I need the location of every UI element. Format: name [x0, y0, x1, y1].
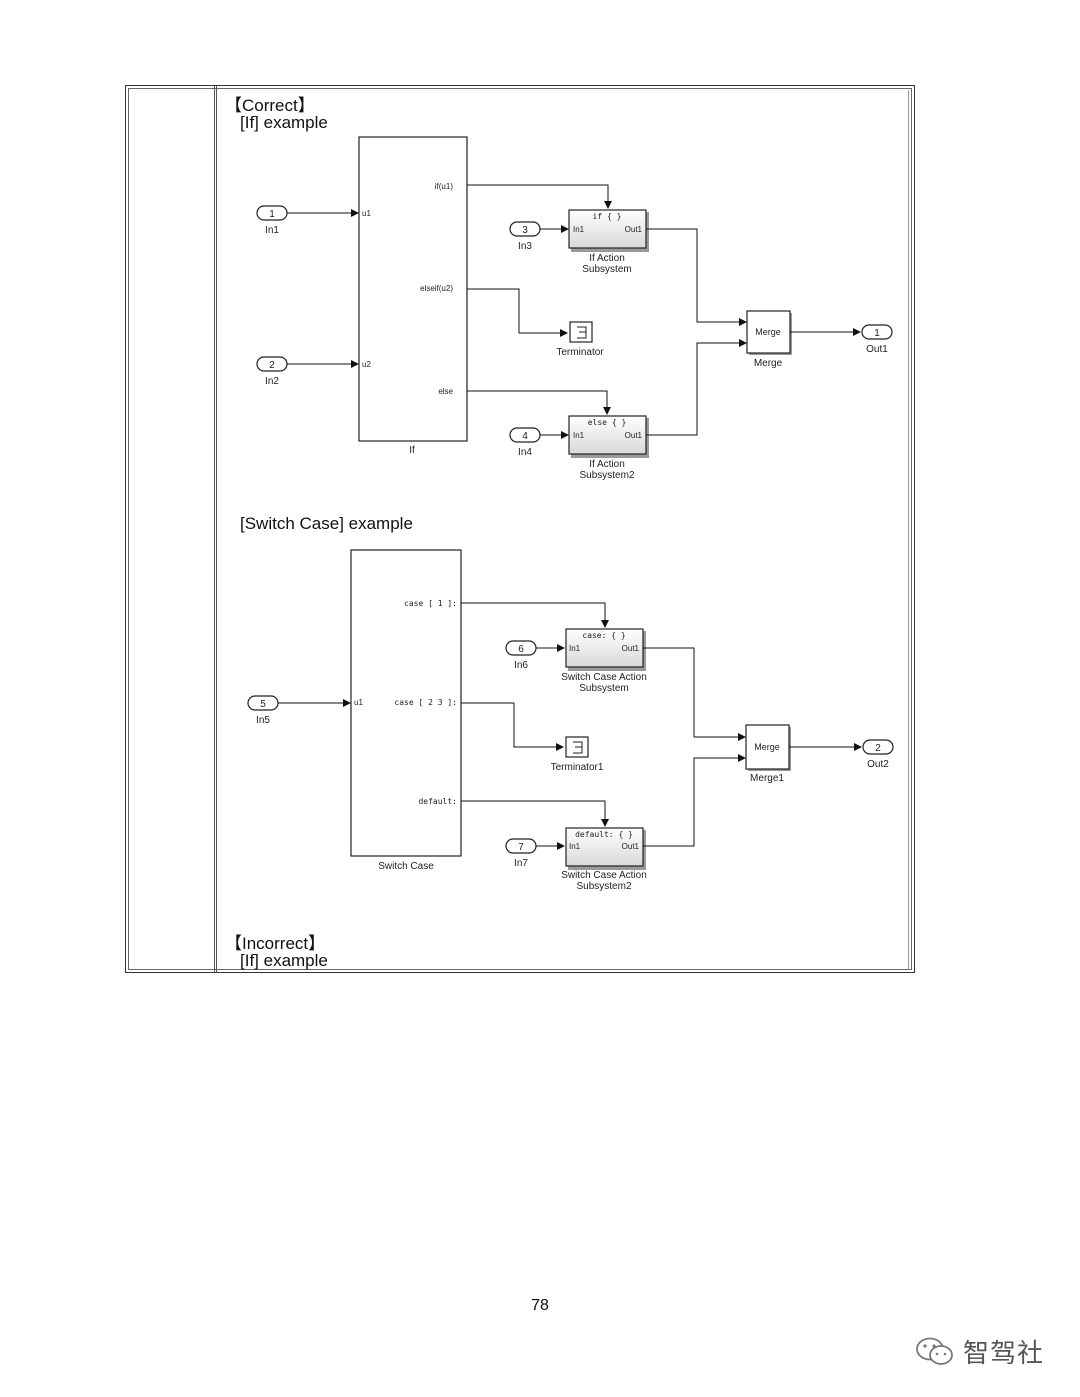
merge1-block: Merge Merge1 [745, 724, 791, 784]
ssub2-header: default: { } [575, 830, 633, 839]
inport-in6: 6 In6 [505, 640, 537, 671]
out2-label: Out2 [867, 759, 889, 770]
ssub1-out-port: Out1 [622, 644, 640, 653]
inport-in1: 1 In1 [256, 205, 288, 236]
table-column-divider [214, 86, 217, 972]
inport-in4: 4 In4 [509, 427, 541, 458]
merge-text: Merge [755, 327, 781, 337]
out2-number: 2 [875, 743, 881, 754]
switch-out-case23: case [ 2 3 ]: [394, 698, 457, 707]
if-port-u2: u2 [362, 360, 371, 369]
sub1-header: if { } [593, 212, 622, 221]
in5-label: In5 [256, 715, 270, 726]
sub1-label-2: Subsystem [582, 264, 631, 275]
outport-out1: 1 Out1 [861, 324, 893, 355]
terminator: Terminator [556, 321, 604, 358]
if-example-heading: [If] example [240, 113, 328, 132]
in2-label: In2 [265, 376, 279, 387]
if-out-elseif: elseif(u2) [420, 284, 453, 293]
switch-out-case1: case [ 1 ]: [404, 599, 457, 608]
if-block-label: If [409, 445, 415, 456]
if-action-subsystem2: else { } In1 Out1 If Action Subsystem2 [568, 415, 649, 481]
in6-number: 6 [518, 644, 524, 655]
in7-number: 7 [518, 842, 524, 853]
inport-in5: 5 In5 [247, 695, 279, 726]
terminator1: Terminator1 [551, 736, 604, 773]
in4-number: 4 [522, 431, 528, 442]
switch-example-heading: [Switch Case] example [240, 514, 413, 533]
page-number: 78 [531, 1297, 549, 1314]
wechat-icon [916, 1337, 953, 1365]
sub2-label-2: Subsystem2 [579, 470, 634, 481]
terminator1-label: Terminator1 [551, 762, 604, 773]
switch-case-action-subsystem: case: { } In1 Out1 Switch Case Action Su… [561, 628, 647, 694]
if-port-u1: u1 [362, 209, 371, 218]
in3-number: 3 [522, 225, 528, 236]
if-out-else: else [438, 387, 453, 396]
table-right-rule [908, 90, 909, 970]
in1-label: In1 [265, 225, 279, 236]
watermark: 智驾社 [915, 1333, 1044, 1370]
in2-number: 2 [269, 360, 275, 371]
terminator-label: Terminator [556, 347, 604, 358]
incorrect-heading: 【Incorrect】 [225, 934, 326, 953]
switch-port-u1: u1 [354, 698, 363, 707]
merge1-label: Merge1 [750, 773, 784, 784]
in6-label: In6 [514, 660, 528, 671]
if-out-if: if(u1) [435, 182, 454, 191]
inport-in7: 7 In7 [505, 838, 537, 869]
ssub2-label-2: Subsystem2 [576, 881, 631, 892]
ssub1-label-1: Switch Case Action [561, 672, 647, 683]
in5-number: 5 [260, 699, 266, 710]
ssub1-header: case: { } [582, 631, 625, 640]
switch-case-block: u1 case [ 1 ]: case [ 2 3 ]: default: Sw… [350, 549, 462, 872]
inport-in3: 3 In3 [509, 221, 541, 252]
ssub1-label-2: Subsystem [579, 683, 628, 694]
table-inner-border [128, 88, 912, 970]
ssub2-label-1: Switch Case Action [561, 870, 647, 881]
inport-in2: 2 In2 [256, 356, 288, 387]
sub1-in-port: In1 [573, 225, 585, 234]
if-block: u1 u2 if(u1) elseif(u2) else If [358, 136, 468, 456]
ssub2-in-port: In1 [569, 842, 581, 851]
in4-label: In4 [518, 447, 532, 458]
switch-case-action-subsystem2: default: { } In1 Out1 Switch Case Action… [561, 827, 647, 892]
switch-diagram: u1 case [ 1 ]: case [ 2 3 ]: default: Sw… [247, 549, 894, 892]
table-outer-border [125, 85, 915, 973]
out1-label: Out1 [866, 344, 888, 355]
sub2-in-port: In1 [573, 431, 585, 440]
sub2-header: else { } [588, 418, 627, 427]
ssub2-out-port: Out1 [622, 842, 640, 851]
watermark-text: 智驾社 [963, 1339, 1045, 1369]
in3-label: In3 [518, 241, 532, 252]
ssub1-in-port: In1 [569, 644, 581, 653]
merge1-text: Merge [754, 742, 780, 752]
block-diagrams: u1 u2 if(u1) elseif(u2) else If 1 In1 2 … [247, 136, 894, 892]
out1-number: 1 [874, 328, 880, 339]
if-action-subsystem: if { } In1 Out1 If Action Subsystem [568, 209, 649, 275]
outport-out2: 2 Out2 [862, 739, 894, 770]
if-diagram: u1 u2 if(u1) elseif(u2) else If 1 In1 2 … [256, 136, 893, 481]
merge-label: Merge [754, 358, 783, 369]
sub2-label-1: If Action [589, 459, 625, 470]
sub1-out-port: Out1 [625, 225, 643, 234]
sub2-out-port: Out1 [625, 431, 643, 440]
if-example-heading-2: [If] example [240, 951, 328, 970]
switch-out-default: default: [418, 797, 457, 806]
sub1-label-1: If Action [589, 253, 625, 264]
in7-label: In7 [514, 858, 528, 869]
switch-block-label: Switch Case [378, 861, 434, 872]
merge-block: Merge Merge [746, 310, 792, 369]
in1-number: 1 [269, 209, 275, 220]
correct-heading: 【Correct】 [225, 96, 315, 115]
